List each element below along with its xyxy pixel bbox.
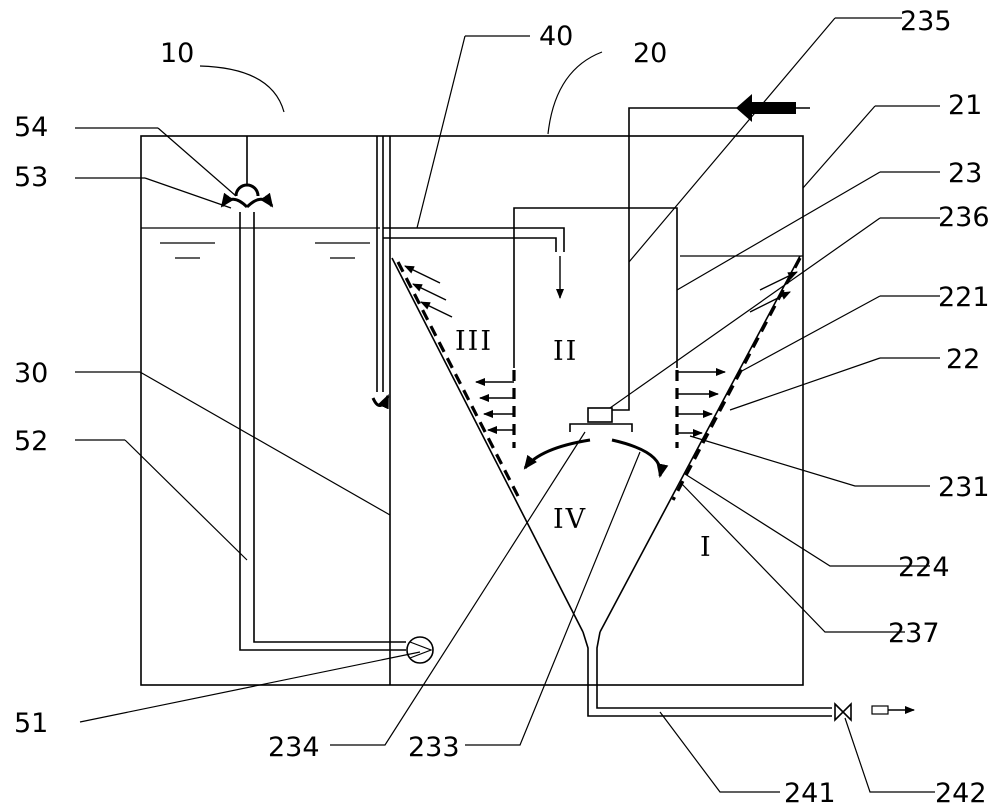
label-241: 241 <box>784 778 836 809</box>
inlet-pipe <box>569 94 810 432</box>
outlet-arrow-237 <box>611 438 669 478</box>
zone-III: III <box>455 326 493 357</box>
outlet-arrow-233 <box>523 438 591 470</box>
label-51: 51 <box>14 708 48 739</box>
overflow-arrow-left <box>220 192 249 209</box>
louver-right <box>675 368 726 448</box>
valve-242 <box>834 702 852 722</box>
label-233: 233 <box>408 732 460 763</box>
label-234: 234 <box>268 732 320 763</box>
pump-51 <box>406 636 434 664</box>
label-231: 231 <box>938 472 990 503</box>
label-22: 22 <box>946 344 980 375</box>
lift-pipe-assembly <box>220 136 434 664</box>
label-236: 236 <box>938 202 990 233</box>
label-224: 224 <box>898 552 950 583</box>
label-30: 30 <box>14 358 48 389</box>
zone-II: II <box>553 336 578 367</box>
water-level-marks <box>141 227 803 259</box>
reference-labels: 10 20 40 235 21 54 53 23 236 221 30 22 5… <box>14 6 990 809</box>
label-221: 221 <box>938 282 990 313</box>
zone-IV: IV <box>553 504 587 535</box>
flow-arrows <box>404 265 798 478</box>
manifold-234 <box>569 423 633 432</box>
overflow-pipe-40 <box>383 227 565 299</box>
label-54: 54 <box>14 112 48 143</box>
label-21: 21 <box>948 90 982 121</box>
cone-separator <box>391 255 915 722</box>
dashed-liners <box>396 257 802 501</box>
leader-lines <box>75 17 940 793</box>
label-20: 20 <box>633 38 667 69</box>
label-237: 237 <box>888 618 940 649</box>
return-arrow <box>371 394 390 410</box>
label-52: 52 <box>14 426 48 457</box>
pipe-cap-54 <box>234 183 260 197</box>
label-10: 10 <box>160 38 194 69</box>
label-235: 235 <box>900 6 952 37</box>
label-40: 40 <box>539 21 573 52</box>
overflow-arrow-right <box>245 192 274 209</box>
label-23: 23 <box>948 158 982 189</box>
zone-I: I <box>700 532 713 563</box>
label-242: 242 <box>935 778 987 809</box>
inner-cylinder <box>513 207 678 368</box>
distributor-235 <box>587 407 613 423</box>
label-53: 53 <box>14 162 48 193</box>
zone-labels: I II III IV <box>455 326 713 563</box>
outer-tank <box>140 135 804 686</box>
downcomer-pipe <box>371 136 390 410</box>
louver-left <box>475 370 516 448</box>
